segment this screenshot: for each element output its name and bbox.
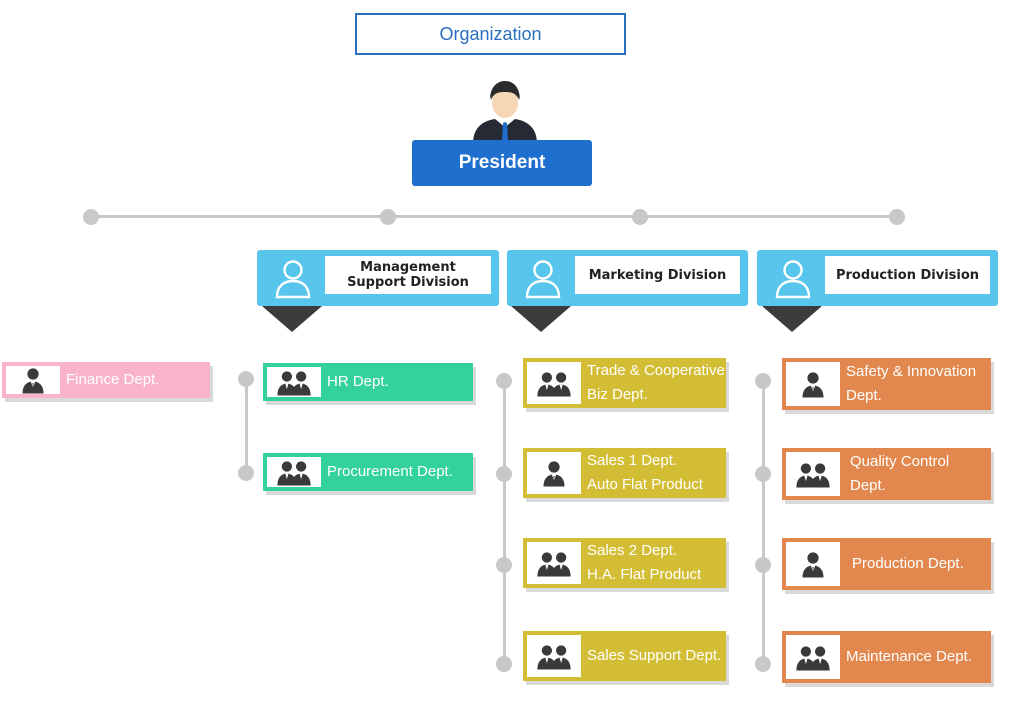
finance-dept: Finance Dept. [2, 362, 210, 398]
people-icon [535, 640, 573, 672]
dept-icon-box [786, 542, 840, 586]
division-connector-line [90, 215, 898, 218]
people-icon [535, 547, 573, 579]
connector-dot [755, 656, 771, 672]
connector-dot [83, 209, 99, 225]
dept-icon-box [267, 367, 321, 397]
person-icon [18, 365, 48, 395]
connector-dot [496, 557, 512, 573]
dept-icon-box [527, 452, 581, 494]
dept-icon-box [6, 366, 60, 394]
dept-icon-box [786, 452, 840, 496]
connector-dot [238, 465, 254, 481]
column-connector-line [503, 380, 506, 664]
hr-dept: HR Dept. [263, 363, 473, 401]
people-icon [794, 458, 832, 490]
division-pointer [762, 306, 822, 332]
production-dept: Production Dept. [782, 538, 991, 590]
connector-dot [496, 656, 512, 672]
division-pointer [262, 306, 322, 332]
connector-dot [889, 209, 905, 225]
person-outline-icon [271, 256, 315, 300]
person-outline-icon [771, 256, 815, 300]
connector-dot [755, 466, 771, 482]
division-management-support: Management Support Division [257, 250, 499, 306]
procurement-dept: Procurement Dept. [263, 453, 473, 491]
division-production: Production Division [757, 250, 998, 306]
division-label: Management Support Division [325, 256, 491, 294]
people-icon [275, 366, 313, 398]
dept-label: Finance Dept. [66, 371, 160, 388]
dept-icon-box [786, 635, 840, 679]
people-icon [794, 641, 832, 673]
column-connector-line [245, 378, 248, 474]
businessman-icon [473, 81, 537, 144]
division-pointer [511, 306, 571, 332]
dept-label: Sales 2 Dept.H.A. Flat Product [587, 542, 702, 583]
division-label: Production Division [825, 256, 990, 294]
person-outline-icon [521, 256, 565, 300]
dept-icon-box [267, 457, 321, 487]
sales-2-dept: Sales 2 Dept.H.A. Flat Product [523, 538, 726, 588]
dept-label: Sales 1 Dept.Auto Flat Product [587, 452, 703, 493]
sales-support-dept: Sales Support Dept. [523, 631, 726, 681]
column-connector-line [762, 380, 765, 664]
connector-dot [496, 466, 512, 482]
dept-label: Production Dept. [852, 555, 964, 572]
org-title: Organization [355, 13, 626, 55]
person-icon [798, 549, 828, 579]
connector-dot [755, 373, 771, 389]
connector-dot [755, 557, 771, 573]
dept-label: Procurement Dept. [327, 463, 453, 480]
people-icon [535, 367, 573, 399]
sales-1-dept: Sales 1 Dept.Auto Flat Product [523, 448, 726, 498]
connector-dot [496, 373, 512, 389]
person-icon [798, 369, 828, 399]
connector-dot [380, 209, 396, 225]
people-icon [275, 456, 313, 488]
person-icon [539, 458, 569, 488]
dept-icon-box [527, 635, 581, 677]
dept-icon-box [527, 542, 581, 584]
dept-label: HR Dept. [327, 373, 389, 390]
connector-dot [632, 209, 648, 225]
dept-label: Maintenance Dept. [846, 648, 972, 665]
dept-label: Sales Support Dept. [587, 647, 722, 664]
president-box: President [412, 140, 592, 186]
dept-icon-box [786, 362, 840, 406]
division-label: Marketing Division [575, 256, 740, 294]
dept-icon-box [527, 362, 581, 404]
connector-dot [238, 371, 254, 387]
division-marketing: Marketing Division [507, 250, 748, 306]
maintenance-dept: Maintenance Dept. [782, 631, 991, 683]
